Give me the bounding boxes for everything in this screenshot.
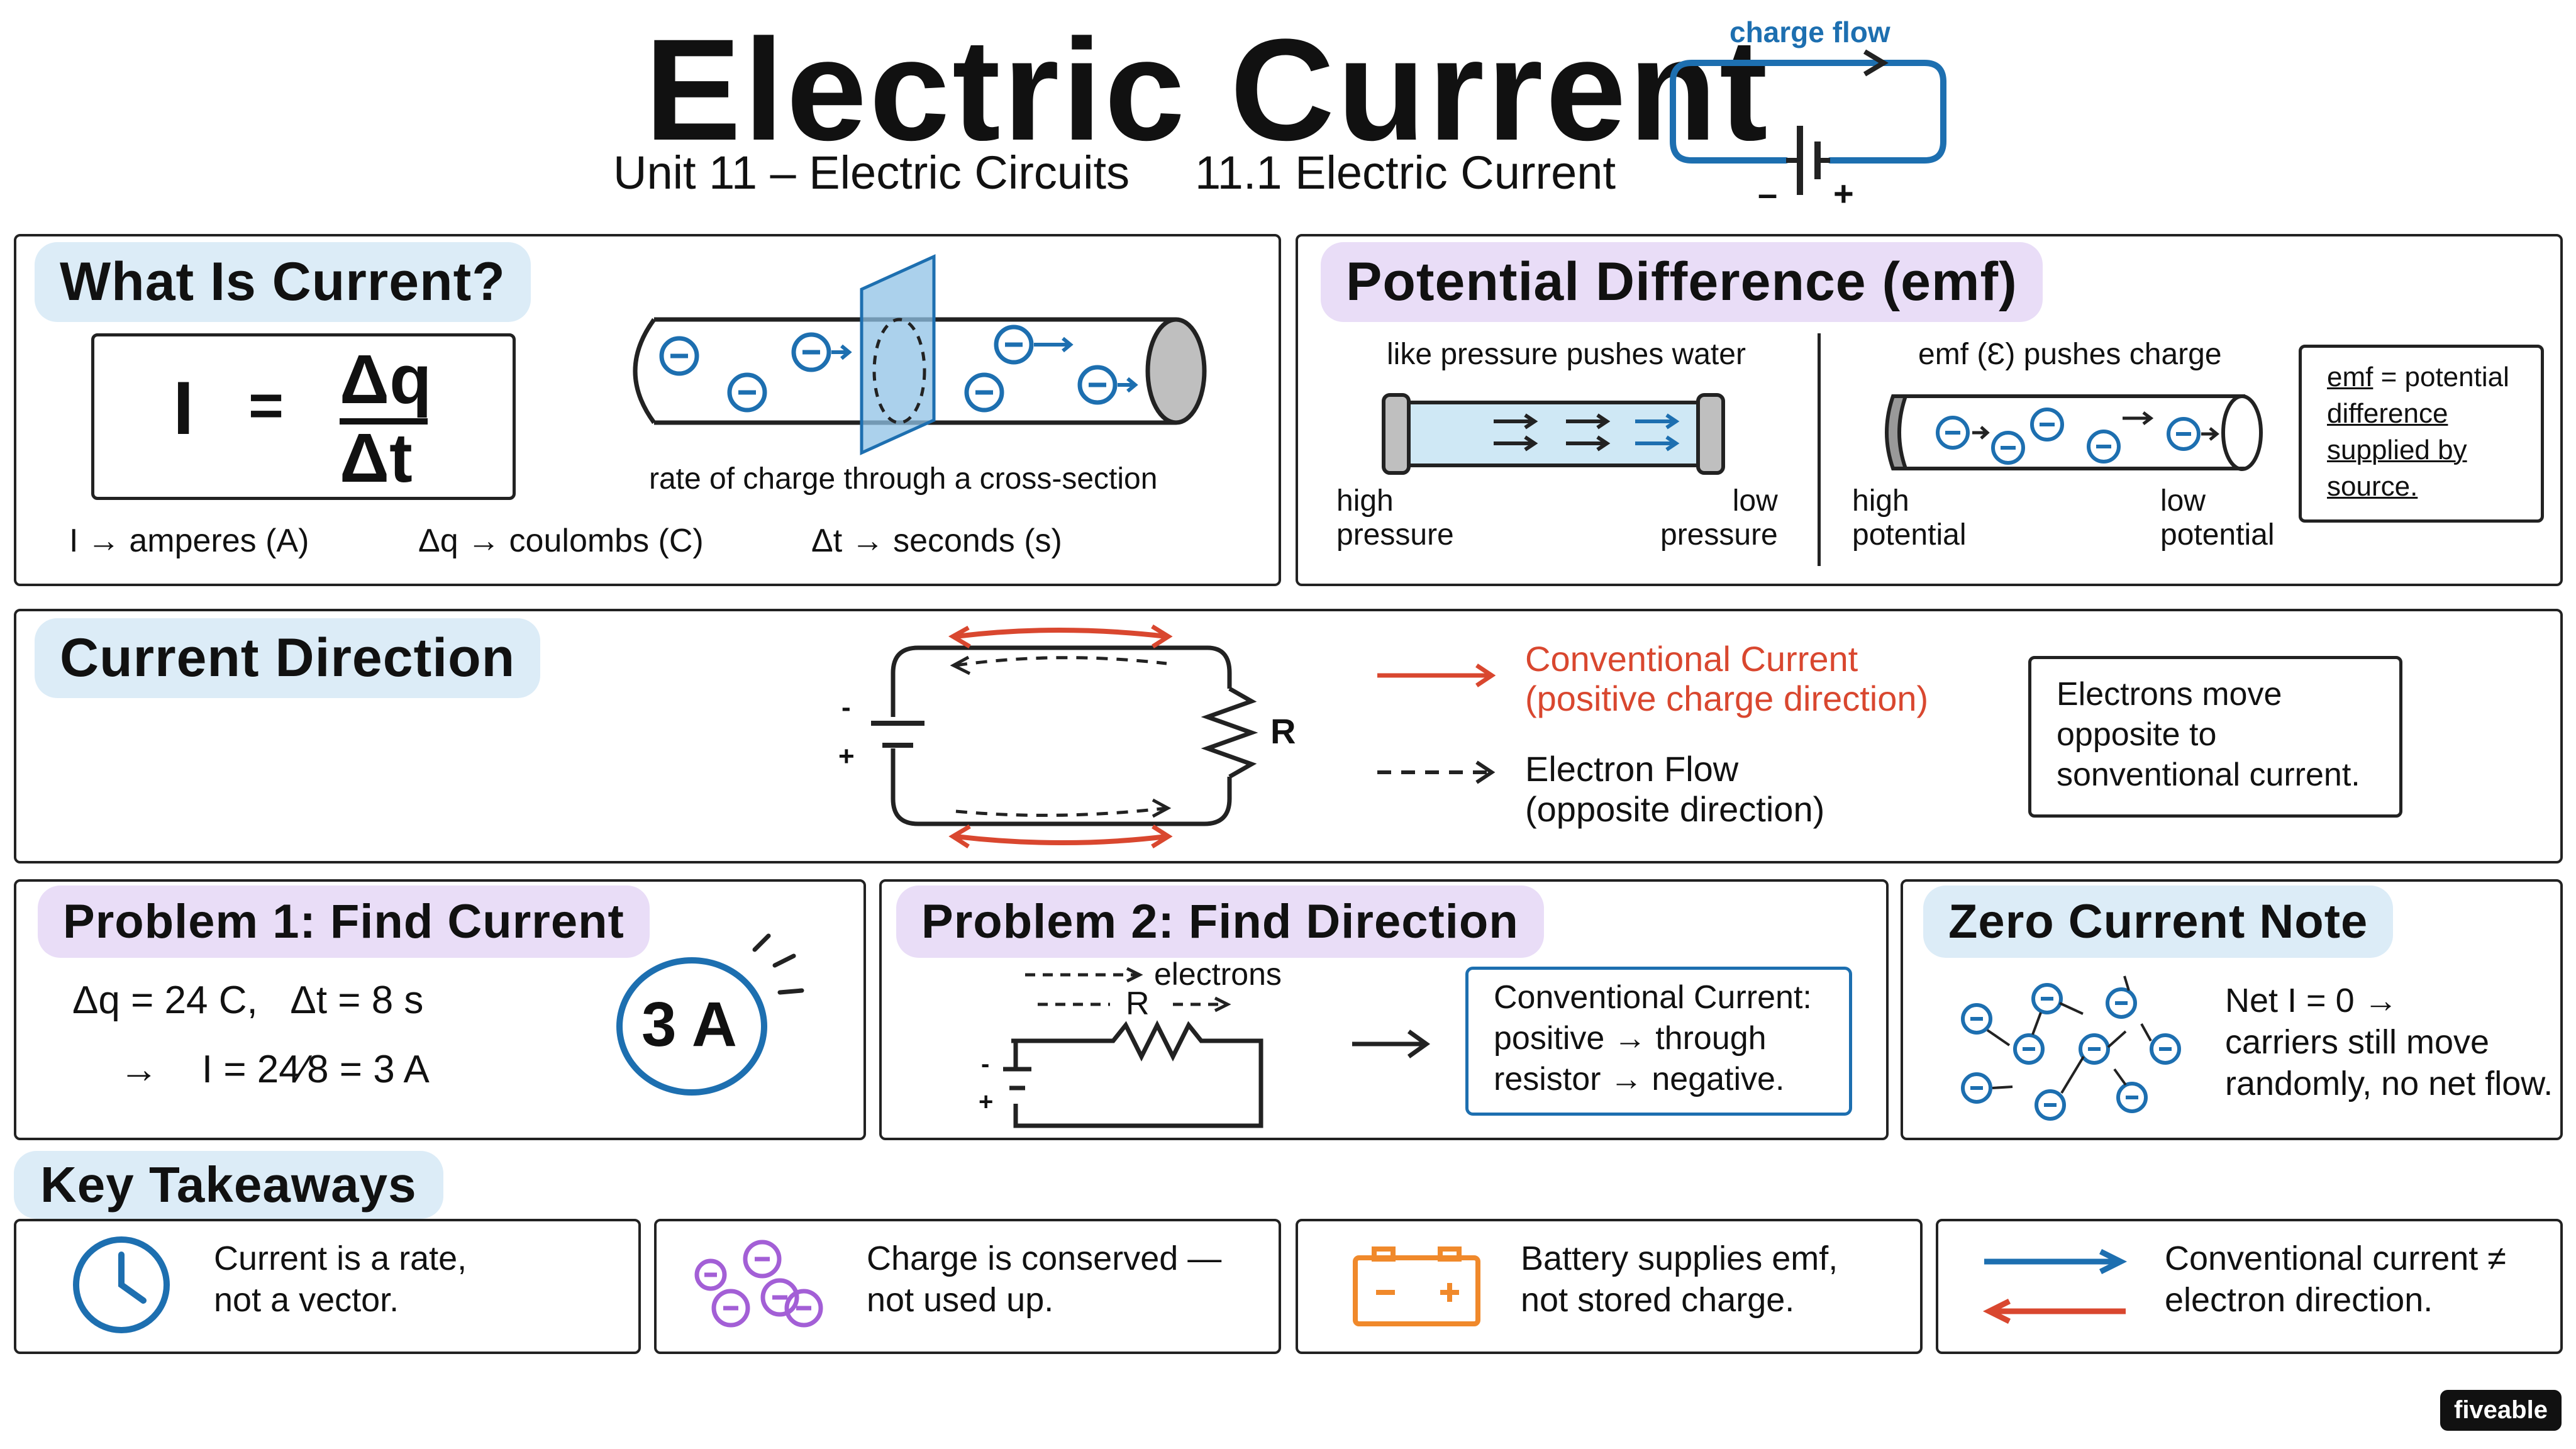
low-pressure-label: low pressure — [1660, 484, 1778, 552]
problem1-solution: → I = 24⁄8 = 3 A — [119, 1048, 430, 1091]
charge-flow-label: charge flow — [1729, 16, 1890, 48]
problem2-resistor-label: R — [1126, 985, 1150, 1022]
low-potential-label: low potential — [2160, 484, 2275, 552]
takeaway-card-3 — [1296, 1219, 1923, 1354]
emf-definition-note — [2299, 345, 2544, 523]
subtitle-unit: Unit 11 – Electric Circuits — [613, 147, 1130, 199]
direction-battery-plus: + — [838, 741, 855, 772]
subtitle-topic: 11.1 Electric Current — [1195, 147, 1616, 199]
takeaway-text-3: Battery supplies emf, not stored charge. — [1521, 1240, 1838, 1319]
what-is-current-title: What Is Current? — [35, 242, 531, 322]
direction-resistor-label: R — [1270, 711, 1296, 751]
charge-flow-minus: – — [1758, 174, 1778, 213]
problem2-answer-line2: positive → through — [1494, 1020, 1767, 1057]
problem2-plus: + — [979, 1088, 994, 1116]
zero-current-text: Net I = 0 → carriers still move randomly… — [2225, 982, 2553, 1102]
problem1-given: Δq = 24 C, Δt = 8 s — [72, 979, 424, 1022]
electrons-opposite-note — [2028, 656, 2402, 818]
current-formula-box — [91, 333, 516, 500]
problem2-minus: - — [981, 1050, 990, 1078]
problem2-answer-line3: resistor → negative. — [1494, 1061, 1785, 1097]
emf-note-line3: supplied by — [2327, 435, 2467, 465]
conventional-current-desc: (positive charge direction) — [1525, 679, 1929, 718]
unit-current: I → amperes (A) — [69, 523, 309, 559]
emf-note-term: emf — [2327, 362, 2373, 392]
problem2-answer-line1: Conventional Current: — [1494, 979, 1812, 1016]
page-title: Electric Current — [645, 9, 1770, 170]
high-pressure-label: high pressure — [1336, 484, 1454, 552]
problem1-title: Problem 1: Find Current — [38, 886, 650, 958]
emf-note-line2: difference — [2327, 398, 2448, 429]
direction-battery-minus: - — [841, 692, 851, 723]
fiveable-logo[interactable]: fiveable — [2440, 1390, 2562, 1431]
key-takeaways-title: Key Takeaways — [14, 1151, 443, 1219]
formula-fraction-bar — [340, 418, 428, 425]
current-direction-title: Current Direction — [35, 618, 541, 698]
emf-caption: emf (Ɛ) pushes charge — [1918, 338, 2222, 371]
formula-numerator: Δq — [340, 341, 432, 418]
problem2-electrons-label: electrons — [1154, 957, 1282, 992]
formula-lhs: I — [173, 366, 194, 450]
unit-time: Δt → seconds (s) — [811, 523, 1062, 559]
high-potential-label: high potential — [1852, 484, 1967, 552]
takeaway-text-1: Current is a rate, not a vector. — [214, 1240, 467, 1319]
takeaway-text-2: Charge is conserved — not used up. — [867, 1240, 1222, 1319]
formula-denominator: Δt — [340, 419, 413, 497]
problem2-title: Problem 2: Find Direction — [896, 886, 1544, 958]
problem1-answer-circle — [616, 957, 767, 1096]
emf-note-line1: emf = potential — [2327, 362, 2509, 393]
charge-flow-plus: + — [1833, 174, 1854, 213]
potential-difference-title: Potential Difference (emf) — [1321, 242, 2043, 322]
emf-note-line4: source. — [2327, 471, 2418, 502]
electrons-opposite-text: Electrons move opposite to sonventional … — [2057, 676, 2360, 793]
takeaway-card-4 — [1936, 1219, 2563, 1354]
problem1-answer: 3 A — [641, 989, 737, 1060]
water-analogy-caption: like pressure pushes water — [1387, 338, 1746, 371]
conventional-current-label: Conventional Current — [1525, 639, 1858, 679]
formula-equals: = — [248, 372, 284, 439]
electron-flow-desc: (opposite direction) — [1525, 789, 1825, 829]
unit-charge: Δq → coulombs (C) — [418, 523, 704, 559]
zero-current-title: Zero Current Note — [1923, 886, 2394, 958]
problem2-answer-box — [1465, 967, 1852, 1116]
takeaway-text-4: Conventional current ≠ electron directio… — [2165, 1240, 2506, 1319]
cross-section-caption: rate of charge through a cross-section — [649, 462, 1158, 496]
analogy-divider — [1818, 333, 1821, 566]
electron-flow-label: Electron Flow — [1525, 749, 1739, 789]
emf-note-line1-rest: = potential — [2373, 362, 2509, 392]
